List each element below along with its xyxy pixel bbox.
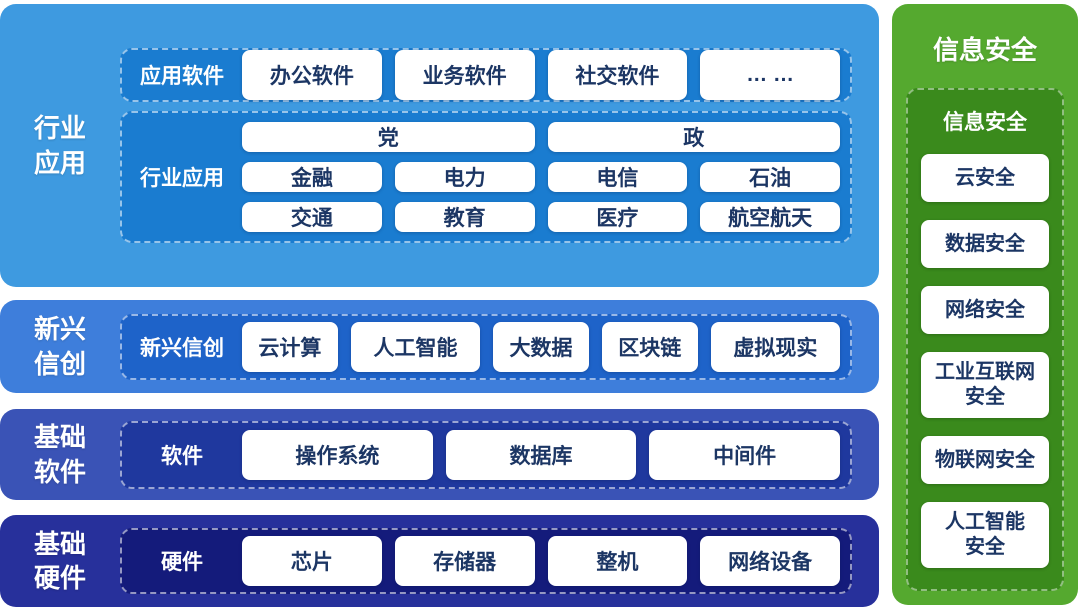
- group-application-software-label: 应用软件: [140, 65, 224, 88]
- chip-iot-security: 物联网安全: [921, 436, 1049, 484]
- layer-software-side-label: 基础软件: [0, 420, 120, 489]
- chip-operating-system: 操作系统: [242, 429, 433, 480]
- group-software: 软件 操作系统 数据库 中间件: [120, 420, 852, 489]
- layer-industry-application: 行业应用 应用软件 办公软件 业务软件 社交软件 … … 行业应用 党 政: [0, 4, 879, 287]
- chip-blockchain: 区块链: [601, 321, 698, 372]
- group-security-label: 信息安全: [943, 111, 1027, 134]
- layer-hardware-side-label: 基础硬件: [0, 527, 120, 596]
- group-information-security: 信息安全 云安全 数据安全 网络安全 工业互联网 安全 物联网安全 人工智能 安…: [906, 88, 1064, 591]
- layer-label-text: 基础软件: [33, 422, 86, 487]
- chip-artificial-intelligence: 人工智能: [350, 321, 481, 372]
- chip-petroleum: 石油: [700, 162, 840, 192]
- hardware-chips: 芯片 存储器 整机 网络设备: [242, 536, 840, 586]
- chip-government: 政: [547, 122, 840, 152]
- group-software-label: 软件: [161, 444, 203, 468]
- chip-ellipsis: … …: [700, 50, 840, 100]
- chip-network-security: 网络安全: [921, 286, 1049, 334]
- chip-ai-security: 人工智能 安全: [921, 502, 1049, 568]
- chip-cloud-computing: 云计算: [242, 321, 338, 372]
- layer-emerging-side-label: 新兴信创: [0, 312, 120, 381]
- group-hardware-label: 硬件: [161, 551, 203, 574]
- chip-social-software: 社交软件: [547, 50, 688, 100]
- chip-business-software: 业务软件: [394, 50, 535, 100]
- chip-complete-machine: 整机: [547, 536, 688, 586]
- chip-office-software: 办公软件: [242, 50, 382, 100]
- layer-label-text: 新兴信创: [33, 314, 86, 379]
- group-hardware: 硬件 芯片 存储器 整机 网络设备: [120, 528, 852, 594]
- industry-row-1: 党 政: [242, 122, 840, 152]
- chip-telecom: 电信: [547, 162, 688, 192]
- group-industry-application-label: 行业应用: [140, 167, 224, 190]
- layer-industry-content: 应用软件 办公软件 业务软件 社交软件 … … 行业应用 党 政 金融: [120, 48, 852, 243]
- chip-cloud-security: 云安全: [921, 154, 1049, 202]
- chip-big-data: 大数据: [493, 321, 589, 372]
- chip-aerospace: 航空航天: [700, 202, 840, 232]
- chip-storage: 存储器: [394, 536, 535, 586]
- chip-network-equipment: 网络设备: [700, 536, 840, 586]
- group-emerging-label: 新兴信创: [140, 336, 224, 360]
- chip-education: 教育: [394, 202, 535, 232]
- security-title: 信息安全: [932, 35, 1037, 65]
- application-software-chips: 办公软件 业务软件 社交软件 … …: [242, 50, 840, 100]
- chip-electric-power: 电力: [394, 162, 535, 192]
- layer-basic-software: 基础软件 软件 操作系统 数据库 中间件: [0, 409, 879, 500]
- industry-application-grid: 党 政 金融 电力 电信 石油 交通 教育 医疗 航空航天: [242, 122, 840, 232]
- chip-middleware: 中间件: [649, 429, 841, 480]
- chip-finance: 金融: [242, 162, 382, 192]
- layer-industry-side-label: 行业应用: [0, 111, 120, 180]
- column-information-security: 信息安全 信息安全 云安全 数据安全 网络安全 工业互联网 安全 物联网安全 人…: [892, 4, 1078, 605]
- layer-basic-hardware: 基础硬件 硬件 芯片 存储器 整机 网络设备: [0, 515, 879, 607]
- chip-data-security: 数据安全: [921, 220, 1049, 268]
- software-chips: 操作系统 数据库 中间件: [242, 429, 841, 480]
- chip-virtual-reality: 虚拟现实: [710, 321, 841, 372]
- chip-industrial-internet-security: 工业互联网 安全: [921, 352, 1049, 418]
- layer-label-text: 基础硬件: [33, 528, 86, 593]
- layer-label-text: 行业应用: [33, 113, 86, 178]
- group-emerging-xinchuang: 新兴信创 云计算 人工智能 大数据 区块链 虚拟现实: [120, 313, 852, 380]
- chip-database: 数据库: [445, 429, 637, 480]
- group-industry-application: 行业应用 党 政 金融 电力 电信 石油 交通 教育 医: [120, 111, 852, 243]
- chip-party: 党: [242, 122, 535, 152]
- industry-row-2: 金融 电力 电信 石油: [242, 162, 840, 192]
- chip-chip: 芯片: [242, 536, 382, 586]
- layer-emerging-xinchuang: 新兴信创 新兴信创 云计算 人工智能 大数据 区块链 虚拟现实: [0, 300, 879, 393]
- chip-transportation: 交通: [242, 202, 382, 232]
- group-application-software: 应用软件 办公软件 业务软件 社交软件 … …: [120, 48, 852, 102]
- industry-row-3: 交通 教育 医疗 航空航天: [242, 202, 840, 232]
- emerging-chips: 云计算 人工智能 大数据 区块链 虚拟现实: [242, 321, 841, 372]
- chip-healthcare: 医疗: [547, 202, 688, 232]
